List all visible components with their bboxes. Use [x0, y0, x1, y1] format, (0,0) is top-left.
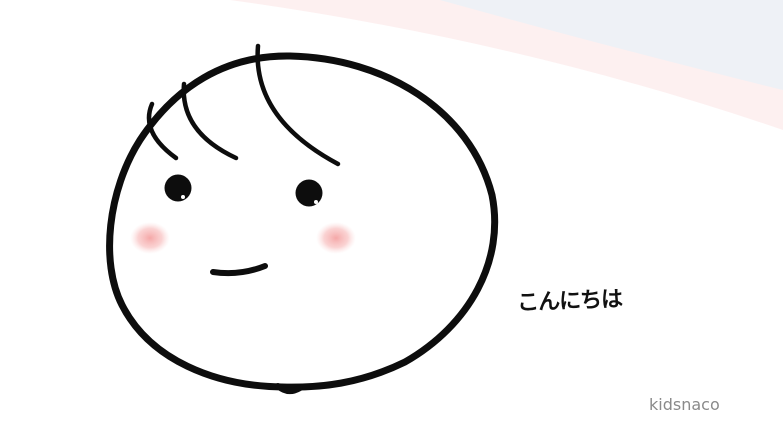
left-eye — [164, 174, 192, 202]
watermark-text: kidsnaco — [649, 395, 720, 414]
chin-mark — [275, 383, 303, 394]
left-cheek-blush — [130, 222, 170, 254]
hair-strand-3 — [255, 43, 341, 167]
face-outline — [106, 52, 499, 391]
hair-strand-2 — [181, 81, 239, 161]
background-swoosh-blue — [440, 0, 783, 90]
hair-strand-1 — [146, 101, 179, 161]
mouth — [210, 263, 268, 277]
right-cheek-blush — [316, 222, 356, 254]
right-eye — [295, 179, 323, 207]
greeting-text: こんにちは — [516, 287, 623, 316]
